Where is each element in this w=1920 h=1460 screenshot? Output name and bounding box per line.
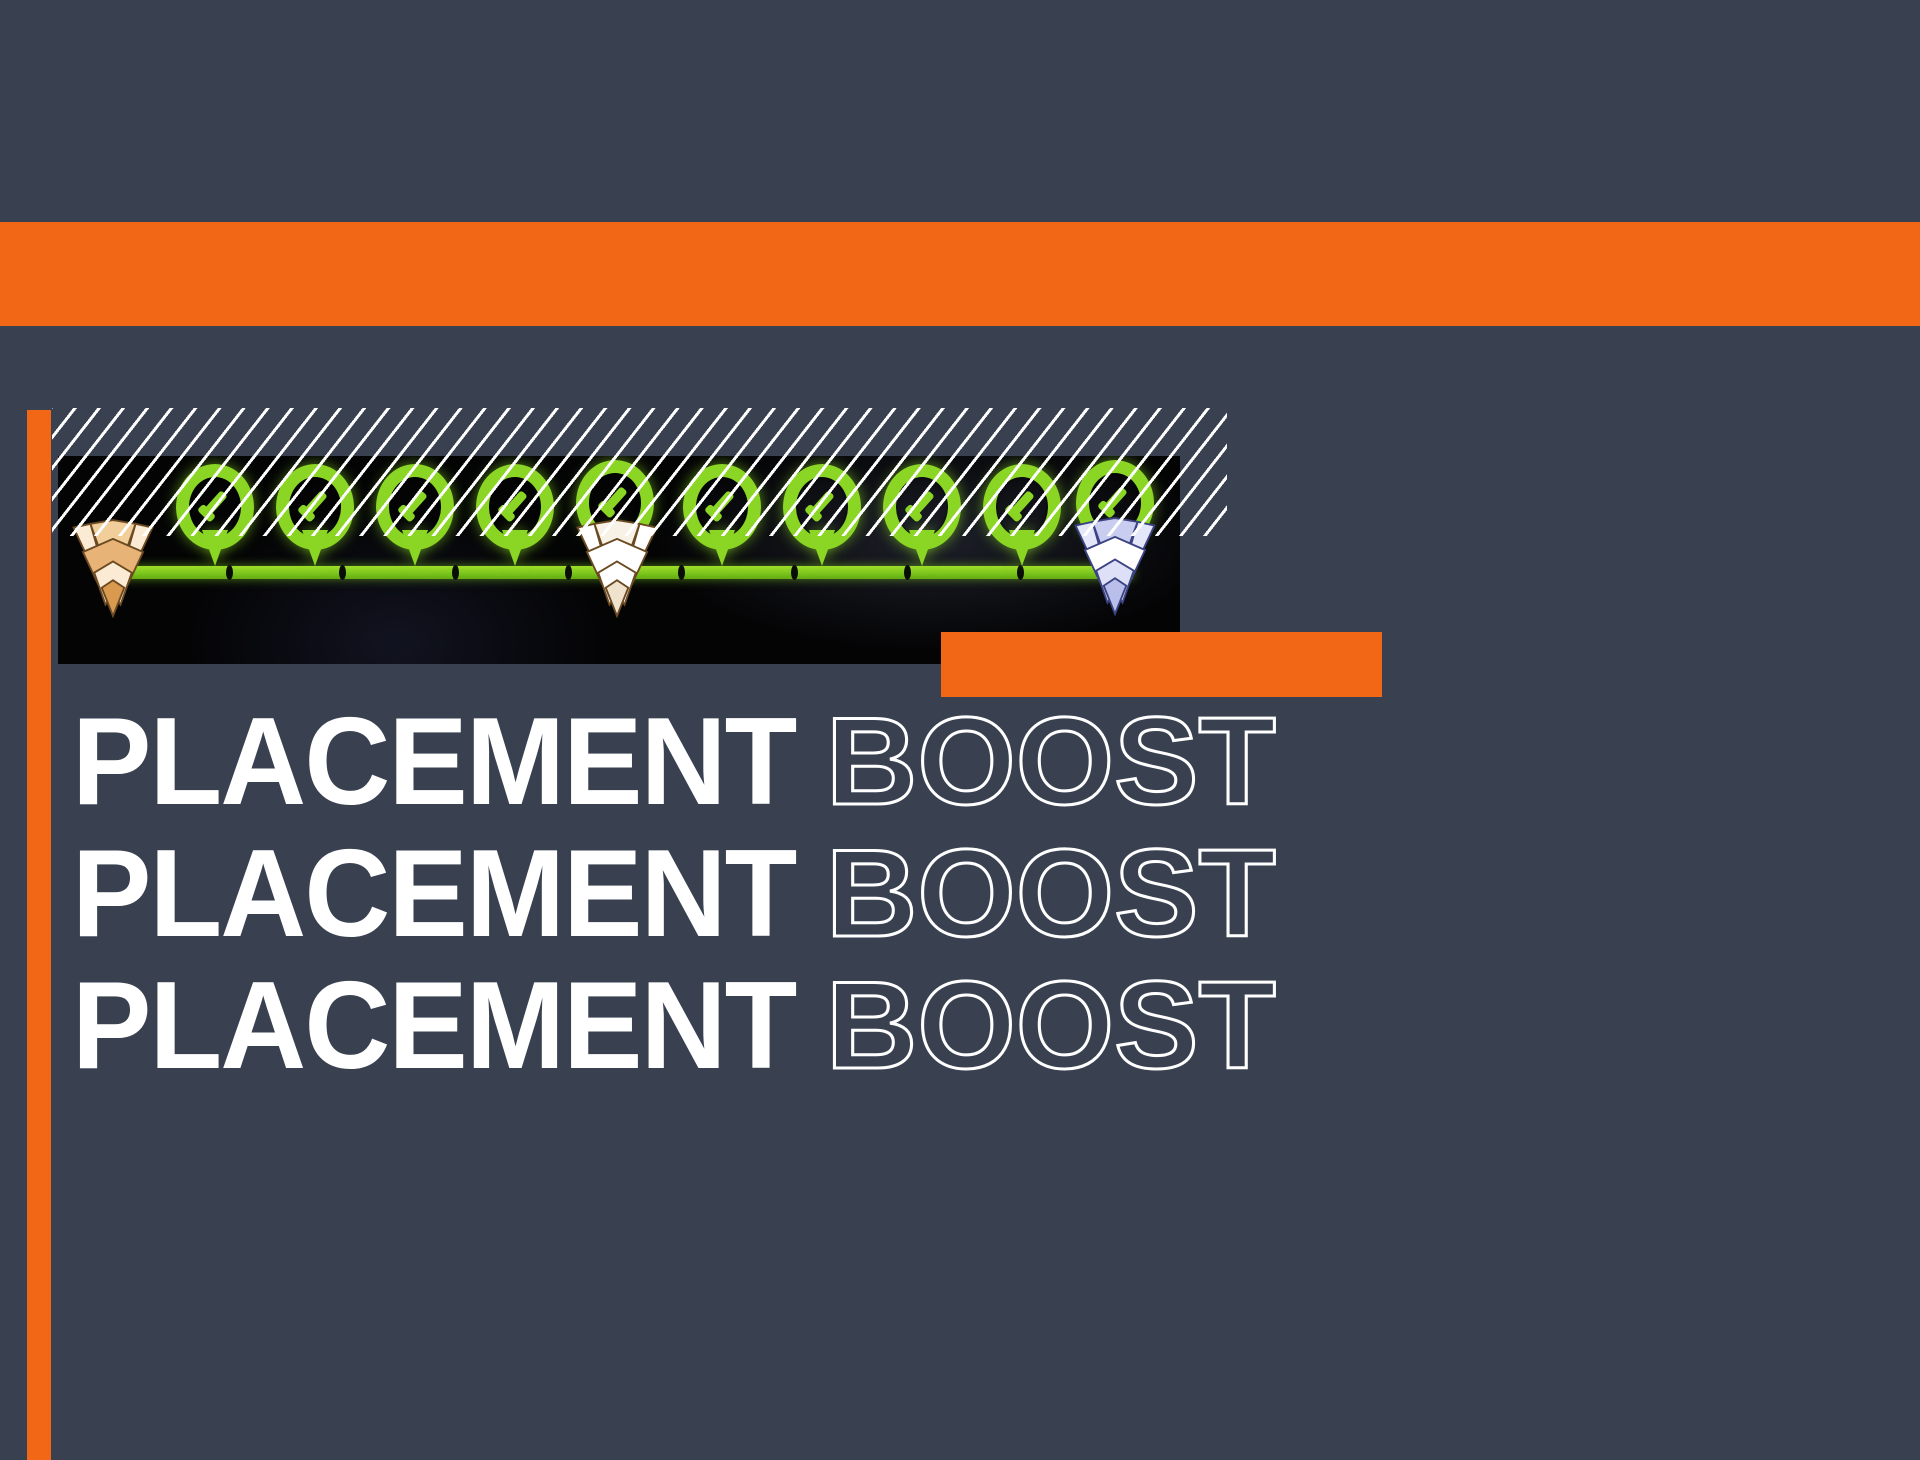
placement-pin[interactable]	[683, 464, 761, 568]
headline-stack: PLACEMENT BOOST PLACEMENT BOOST PLACEMEN…	[72, 693, 1532, 1096]
placement-pin[interactable]	[276, 464, 354, 568]
progress-node	[791, 565, 798, 580]
check-icon	[296, 492, 336, 514]
headline-row: PLACEMENT BOOST	[72, 825, 1532, 964]
check-icon	[596, 488, 636, 510]
check-icon	[803, 492, 843, 514]
orange-accent-block	[941, 632, 1382, 697]
headline-word-boost: BOOST	[824, 957, 1277, 1095]
pin-tail	[202, 530, 228, 566]
placement-pin[interactable]	[883, 464, 961, 568]
headline-word-placement: PLACEMENT	[72, 693, 797, 831]
check-icon	[396, 492, 436, 514]
top-orange-band	[0, 222, 1920, 326]
progress-node	[339, 565, 346, 580]
check-icon	[1096, 488, 1136, 510]
pin-tail	[502, 530, 528, 566]
placement-pin[interactable]	[176, 464, 254, 568]
placement-pin[interactable]	[783, 464, 861, 568]
progress-node	[565, 565, 572, 580]
progress-node	[678, 565, 685, 580]
progress-node	[1017, 565, 1024, 580]
headline-word-boost: BOOST	[824, 825, 1277, 963]
placement-pin[interactable]	[476, 464, 554, 568]
headline-row: PLACEMENT BOOST	[72, 957, 1532, 1096]
check-icon	[1003, 492, 1043, 514]
rank-badge-diamond-icon	[1068, 516, 1162, 616]
headline-word-placement: PLACEMENT	[72, 825, 797, 963]
pin-tail	[1009, 530, 1035, 566]
rank-badge-mid-icon	[570, 518, 664, 618]
headline-word-placement: PLACEMENT	[72, 957, 797, 1095]
left-orange-rail	[27, 410, 51, 1460]
check-icon	[196, 492, 236, 514]
headline-row: PLACEMENT BOOST	[72, 693, 1532, 832]
progress-node	[452, 565, 459, 580]
placement-pin[interactable]	[983, 464, 1061, 568]
check-icon	[903, 492, 943, 514]
check-icon	[703, 492, 743, 514]
progress-node	[904, 565, 911, 580]
placement-pin[interactable]	[376, 464, 454, 568]
check-icon	[496, 492, 536, 514]
headline-word-boost: BOOST	[824, 693, 1277, 831]
pin-tail	[402, 530, 428, 566]
pin-tail	[709, 530, 735, 566]
pin-tail	[909, 530, 935, 566]
pin-tail	[302, 530, 328, 566]
rank-badge-bronze-icon	[66, 518, 160, 618]
pin-tail	[809, 530, 835, 566]
progress-node	[226, 565, 233, 580]
